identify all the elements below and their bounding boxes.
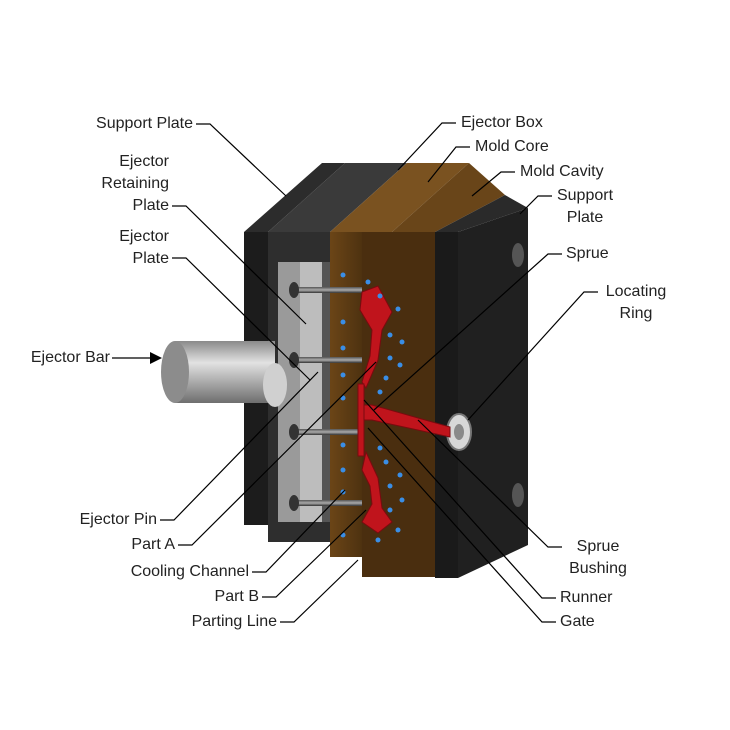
label-support-plate-left: Support Plate (96, 115, 193, 132)
cooling-dot (365, 279, 371, 285)
label-ejector-bar: Ejector Bar (30, 349, 110, 366)
ejector-pin-1 (292, 287, 362, 293)
cooling-dot (387, 355, 393, 361)
leader-ejector-pin (160, 371, 319, 521)
leader-mold-cavity (471, 171, 515, 197)
leader-locating-ring (467, 291, 598, 421)
support-plate-right-top (435, 195, 528, 232)
leader-sprue-bushing (417, 419, 562, 548)
runner-vertical (357, 383, 365, 457)
label-sprue-bushing: Sprue Bushing (569, 538, 627, 577)
cooling-dot (375, 537, 381, 543)
ejector-pin-3 (292, 429, 362, 435)
label-cooling-channel: Cooling Channel (130, 563, 249, 580)
leader-sprue (373, 253, 562, 411)
cooling-dot (399, 497, 405, 503)
ejector-bar-arrowhead (150, 352, 162, 364)
cooling-dot (340, 319, 346, 325)
label-mold-cavity: Mold Cavity (520, 163, 604, 180)
leader-support-plate-left (196, 123, 287, 197)
label-support-plate-right: Support Plate (556, 187, 614, 226)
pin-head-2 (289, 352, 299, 368)
side-hole-top (512, 243, 524, 267)
label-part-b: Part B (214, 588, 259, 605)
ejector-recess-shadow (322, 262, 330, 522)
ejector-bar (161, 341, 287, 407)
leader-parting-line (280, 559, 359, 623)
ejector-box-top (268, 163, 407, 232)
leader-part-a (178, 361, 377, 546)
cooling-dot (340, 372, 346, 378)
leader-ejector-plate (172, 257, 311, 381)
cooling-dot (397, 362, 403, 368)
ejector-bar-end-left (161, 341, 189, 403)
leader-cooling-channel (252, 489, 346, 573)
leader-part-b (262, 509, 367, 598)
cooling-dot (383, 459, 389, 465)
label-ejector-box: Ejector Box (461, 114, 543, 131)
mold-core-front (330, 232, 362, 557)
label-ejector-retaining-plate: Ejector Retaining Plate (101, 153, 169, 214)
label-mold-core: Mold Core (475, 138, 549, 155)
leader-support-plate-right (519, 195, 552, 215)
support-plate-left-top (244, 163, 345, 232)
mold-cavity-top (392, 163, 505, 232)
mold-core-top (330, 163, 469, 232)
support-plate-right-front (435, 232, 458, 578)
cooling-dot (340, 467, 346, 473)
pin-head-3 (289, 424, 299, 440)
pin-head-1 (289, 282, 299, 298)
leader-gate (367, 427, 556, 623)
cooling-dot (340, 345, 346, 351)
ejector-bar-end-right (263, 363, 287, 407)
leader-runner (363, 399, 556, 599)
ejector-retaining-plate (278, 262, 300, 522)
cooling-dot (395, 306, 401, 312)
cooling-dot (395, 527, 401, 533)
cooling-dot (399, 339, 405, 345)
label-sprue: Sprue (566, 245, 609, 262)
label-gate: Gate (560, 613, 595, 630)
ejector-pin-4 (292, 500, 362, 506)
leader-ejector-retaining-plate (172, 205, 307, 325)
ejector-bar-body (175, 341, 275, 403)
cooling-dot (387, 332, 393, 338)
label-ejector-plate: Ejector Plate (119, 228, 169, 267)
locating-ring-hole (454, 424, 464, 440)
label-ejector-pin: Ejector Pin (79, 511, 157, 528)
cooling-dot (387, 507, 393, 513)
ejector-plate (300, 262, 322, 522)
part-b (361, 450, 393, 534)
label-locating-ring: Locating Ring (605, 283, 667, 322)
cooling-dot (340, 272, 346, 278)
ejector-pin-2 (292, 357, 362, 363)
side-hole-bottom (512, 483, 524, 507)
cooling-dot (387, 483, 393, 489)
leader-ejector-box (397, 122, 456, 171)
label-part-a: Part A (131, 536, 175, 553)
cooling-dot (340, 442, 346, 448)
leader-mold-core (427, 146, 470, 183)
cooling-dot (383, 375, 389, 381)
cooling-dot (377, 389, 383, 395)
pin-head-4 (289, 495, 299, 511)
cooling-dot (397, 472, 403, 478)
label-runner: Runner (560, 589, 613, 606)
cooling-dot (377, 445, 383, 451)
leader-lines (112, 122, 598, 623)
cooling-dot (377, 293, 383, 299)
label-parting-line: Parting Line (191, 613, 277, 630)
ejector-pins (289, 282, 362, 511)
part-a (359, 285, 393, 390)
